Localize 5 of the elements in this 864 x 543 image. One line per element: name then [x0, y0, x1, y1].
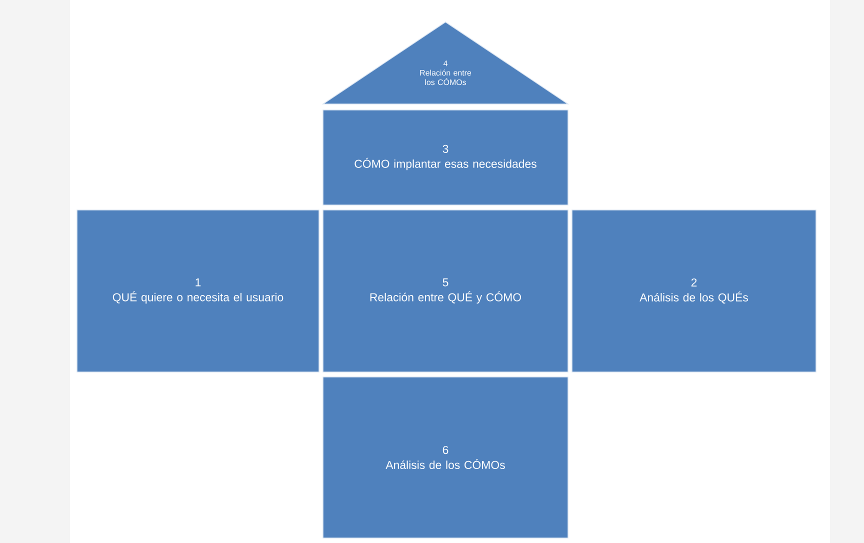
house-box: 2 Análisis de los QUÉs: [572, 210, 816, 372]
house-box: 6 Análisis de los CÓMOs: [322, 376, 568, 538]
house-box: 3 CÓMO implantar esas necesidades: [322, 110, 568, 206]
house-box: 1 QUÉ quiere o necesita el usuario: [76, 210, 320, 372]
house-box: 5 Relación entre QUÉ y CÓMO: [322, 210, 568, 372]
